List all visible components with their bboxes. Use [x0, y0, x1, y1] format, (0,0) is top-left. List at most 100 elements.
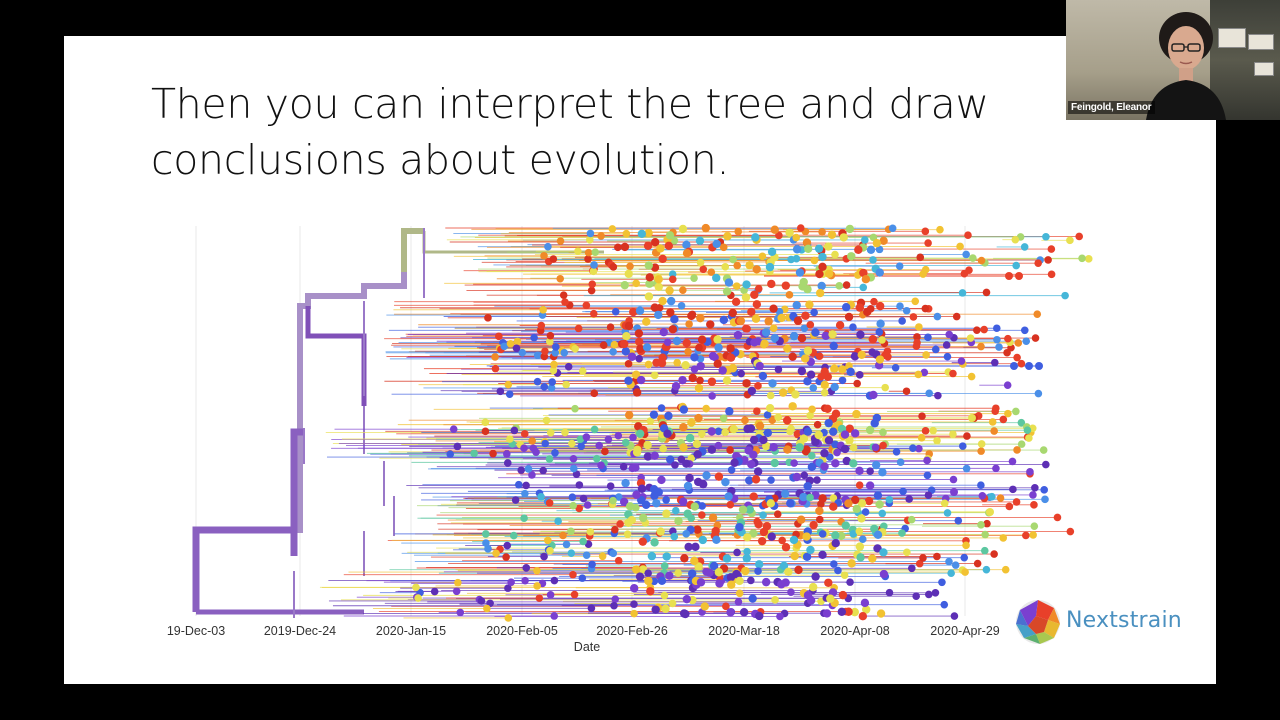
tip: [860, 598, 870, 608]
tip: [792, 245, 802, 254]
tip: [504, 380, 513, 389]
tip: [734, 227, 743, 236]
tip: [652, 499, 661, 508]
tip: [999, 534, 1008, 542]
tip: [550, 360, 558, 369]
tip: [510, 426, 519, 435]
tip: [696, 313, 705, 323]
tip: [522, 564, 531, 572]
tip: [790, 551, 799, 561]
tip: [672, 336, 682, 346]
tip: [794, 565, 803, 575]
tip: [759, 435, 768, 445]
tip: [960, 553, 969, 562]
tip: [751, 314, 761, 323]
tip: [755, 421, 765, 431]
tip: [1029, 531, 1037, 539]
tip: [522, 481, 530, 490]
tip: [707, 445, 717, 454]
tip: [915, 323, 923, 331]
tip: [551, 449, 559, 457]
x-tick-label: 2020-Feb-26: [596, 624, 668, 638]
tip: [456, 608, 465, 617]
tip: [839, 233, 848, 242]
tip: [679, 405, 689, 414]
tip: [559, 531, 567, 540]
tip: [736, 316, 746, 326]
tip: [624, 376, 633, 385]
tip: [506, 435, 514, 443]
tip: [491, 353, 499, 361]
tip: [896, 458, 905, 466]
tip: [672, 506, 680, 515]
tip: [654, 310, 663, 320]
tip: [622, 332, 631, 341]
tip: [899, 487, 907, 496]
tip: [759, 527, 769, 537]
tip: [722, 554, 732, 563]
tip: [642, 343, 652, 352]
tip: [734, 598, 743, 606]
tip: [914, 370, 923, 379]
tip: [743, 547, 751, 556]
tip: [722, 602, 730, 611]
tip: [767, 279, 776, 289]
tip: [609, 347, 617, 356]
tip: [815, 352, 824, 360]
tip: [940, 600, 949, 609]
tip: [797, 334, 807, 343]
tip: [1030, 501, 1038, 509]
tip: [690, 365, 699, 373]
tip: [726, 353, 736, 362]
tip: [621, 347, 631, 356]
tip: [977, 481, 985, 490]
tip: [808, 405, 816, 414]
tip: [913, 333, 921, 341]
tip: [831, 409, 841, 418]
tip: [748, 594, 757, 603]
tip: [789, 535, 799, 545]
tip: [567, 527, 575, 536]
tip: [518, 348, 527, 357]
tip: [952, 312, 961, 321]
tip: [800, 324, 809, 333]
tip: [724, 278, 734, 287]
tip: [758, 252, 767, 261]
tip: [861, 275, 871, 284]
tip: [803, 590, 813, 600]
tip: [766, 499, 775, 508]
tip: [818, 530, 827, 538]
tip: [699, 265, 708, 274]
tip: [715, 579, 724, 588]
tip: [591, 248, 600, 256]
tip: [876, 609, 886, 618]
tip: [778, 388, 788, 397]
tip: [1041, 495, 1049, 504]
tip: [708, 351, 718, 361]
x-tick-label: 2020-Apr-08: [820, 624, 890, 638]
tip: [996, 494, 1005, 502]
tip: [943, 509, 952, 517]
tip: [663, 429, 672, 438]
tip: [861, 236, 869, 244]
participant-avatar: [1146, 12, 1226, 120]
tip: [1017, 418, 1026, 427]
tip: [665, 286, 674, 295]
tip: [698, 511, 706, 519]
tip: [1040, 486, 1049, 494]
participant-video-tile[interactable]: Feingold, Eleanor: [1066, 0, 1280, 120]
tip: [990, 358, 999, 367]
tip: [909, 313, 918, 321]
tip: [682, 459, 691, 468]
tip: [630, 600, 638, 608]
tip: [502, 450, 511, 458]
tip: [1010, 362, 1018, 370]
tip: [850, 352, 860, 361]
tip: [840, 430, 850, 439]
tip: [666, 296, 676, 306]
tip: [765, 262, 775, 272]
tip: [537, 321, 546, 330]
tip: [727, 580, 736, 589]
tip: [850, 607, 859, 617]
tip: [792, 472, 802, 482]
